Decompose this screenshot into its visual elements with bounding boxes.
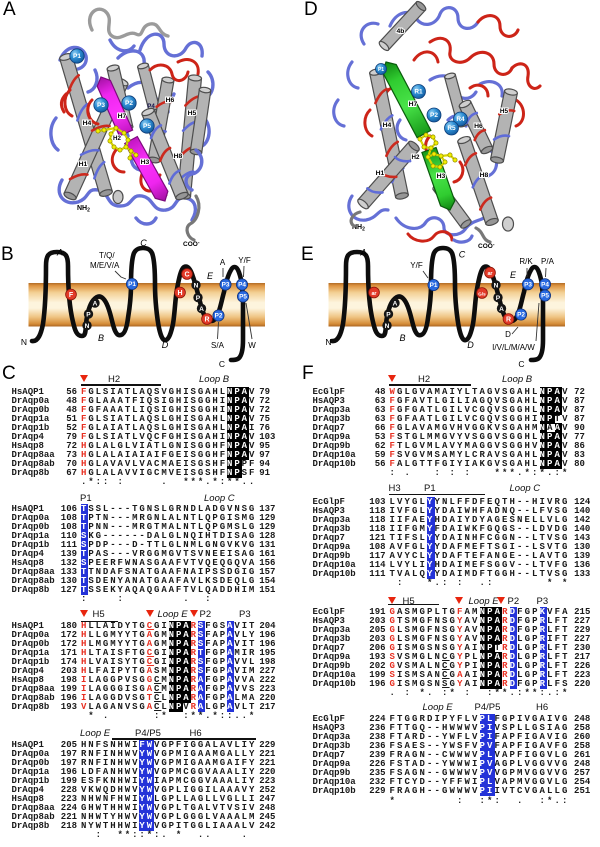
svg-text:W: W xyxy=(248,341,256,350)
svg-text:P1: P1 xyxy=(378,67,384,73)
svg-text:P1: P1 xyxy=(430,282,438,289)
svg-text:D: D xyxy=(505,330,511,339)
svg-text:H6: H6 xyxy=(166,97,175,104)
svg-text:P4: P4 xyxy=(147,103,155,110)
svg-text:H8: H8 xyxy=(174,153,183,160)
svg-text:H4: H4 xyxy=(83,120,92,127)
svg-text:M/E/V/A: M/E/V/A xyxy=(90,261,120,270)
svg-text:ar: ar xyxy=(371,291,377,297)
svg-text:C: C xyxy=(140,238,147,248)
svg-text:N: N xyxy=(325,337,331,347)
svg-text:I/V/L/M/A/W: I/V/L/M/A/W xyxy=(492,343,535,352)
svg-text:P: P xyxy=(496,295,501,302)
svg-text:F: F xyxy=(69,292,74,299)
svg-text:P4: P4 xyxy=(541,281,549,288)
svg-text:R: R xyxy=(204,316,209,323)
svg-text:ar: ar xyxy=(487,271,493,277)
svg-text:R/K: R/K xyxy=(519,257,533,266)
svg-text:P5: P5 xyxy=(239,294,247,301)
svg-text:T/Q/: T/Q/ xyxy=(99,251,115,260)
svg-text:A: A xyxy=(499,306,504,313)
svg-text:Y/F: Y/F xyxy=(410,261,423,270)
svg-text:S/A: S/A xyxy=(211,341,225,350)
svg-text:P1: P1 xyxy=(73,53,81,60)
svg-text:H4: H4 xyxy=(383,122,392,129)
svg-text:A: A xyxy=(220,258,226,267)
svg-text:H6: H6 xyxy=(474,123,483,130)
svg-text:N: N xyxy=(194,282,199,289)
svg-text:P: P xyxy=(196,295,201,302)
svg-text:Y/F: Y/F xyxy=(238,256,251,265)
svg-text:A: A xyxy=(359,248,366,258)
svg-text:H8: H8 xyxy=(480,172,489,179)
svg-text:G/s: G/s xyxy=(478,291,486,296)
svg-text:P2: P2 xyxy=(215,313,223,320)
svg-text:N: N xyxy=(21,337,27,347)
svg-text:E: E xyxy=(510,270,517,280)
svg-text:P1: P1 xyxy=(128,281,136,288)
svg-text:D: D xyxy=(162,340,169,350)
svg-text:C: C xyxy=(184,271,189,278)
svg-text:R5: R5 xyxy=(447,125,456,132)
svg-text:H5: H5 xyxy=(188,110,197,117)
svg-text:A: A xyxy=(199,306,204,313)
svg-text:P2: P2 xyxy=(517,312,525,319)
svg-text:A: A xyxy=(393,300,398,307)
svg-text:R4: R4 xyxy=(456,116,465,123)
svg-text:H5: H5 xyxy=(500,108,509,115)
svg-text:P4: P4 xyxy=(238,282,246,289)
svg-text:H2: H2 xyxy=(412,154,420,161)
svg-text:A: A xyxy=(93,300,98,307)
svg-text:A: A xyxy=(56,248,63,258)
svg-text:NH2: NH2 xyxy=(77,205,90,214)
svg-text:B: B xyxy=(98,333,104,343)
svg-text:COO-: COO- xyxy=(478,242,495,250)
svg-text:H1: H1 xyxy=(79,161,88,168)
svg-text:P5: P5 xyxy=(143,123,151,130)
svg-text:P2: P2 xyxy=(125,100,133,107)
svg-text:P3: P3 xyxy=(222,282,230,289)
svg-text:C: C xyxy=(518,359,524,369)
svg-text:P3: P3 xyxy=(524,281,532,288)
svg-text:P3: P3 xyxy=(97,102,105,109)
svg-text:E: E xyxy=(207,271,214,281)
svg-text:P: P xyxy=(86,311,91,318)
svg-text:P/A: P/A xyxy=(541,257,555,266)
svg-text:H1: H1 xyxy=(376,170,385,177)
svg-text:P5: P5 xyxy=(541,293,549,300)
svg-text:N: N xyxy=(494,282,499,289)
svg-text:H3: H3 xyxy=(141,159,150,166)
svg-text:H3: H3 xyxy=(437,173,446,180)
svg-text:C: C xyxy=(219,359,225,369)
svg-text:C: C xyxy=(459,250,466,260)
svg-text:H7: H7 xyxy=(118,113,127,120)
svg-text:N: N xyxy=(85,323,90,330)
svg-text:H7: H7 xyxy=(409,101,418,108)
svg-text:R1: R1 xyxy=(414,89,423,96)
svg-text:B: B xyxy=(399,333,405,343)
svg-text:H2: H2 xyxy=(113,135,121,142)
svg-text:H: H xyxy=(177,290,182,297)
svg-text:N: N xyxy=(385,323,390,330)
svg-text:NH2: NH2 xyxy=(352,224,365,233)
svg-text:P: P xyxy=(386,311,391,318)
svg-text:COO-: COO- xyxy=(183,240,200,248)
svg-text:4b: 4b xyxy=(397,28,405,35)
svg-text:D: D xyxy=(467,340,474,350)
svg-text:P2: P2 xyxy=(430,112,438,119)
svg-text:R: R xyxy=(506,316,511,323)
